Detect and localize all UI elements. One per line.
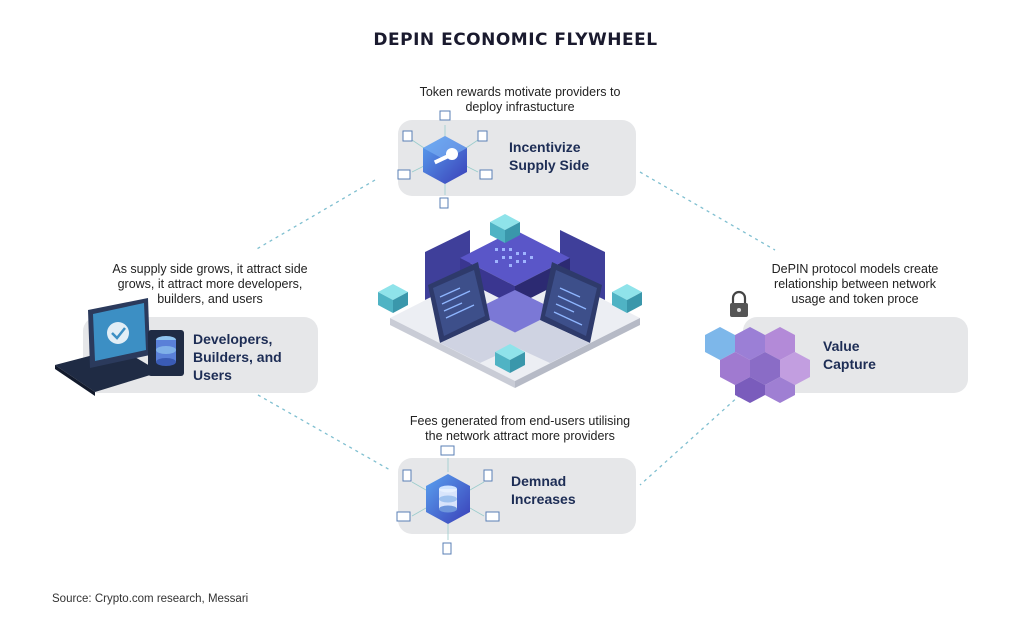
incentivize-caption-line: deploy infrastucture — [465, 100, 575, 114]
developers-caption-line: builders, and users — [157, 292, 263, 306]
demand-caption-line: the network attract more providers — [425, 429, 615, 443]
value-caption-line: relationship between network — [774, 277, 936, 291]
developers-label-line: Builders, and — [193, 349, 282, 365]
value-caption-line: usage and token proce — [791, 292, 919, 306]
connector-incentivize-developers — [254, 179, 376, 251]
demand-caption: Fees generated from end-users utilising … — [385, 414, 655, 444]
developers-label: Developers, Builders, and Users — [193, 330, 282, 384]
demand-label-line: Increases — [511, 491, 576, 507]
demand-label: Demnad Increases — [511, 472, 576, 508]
incentivize-label-line: Incentivize — [509, 139, 581, 155]
incentivize-caption-line: Token rewards motivate providers to — [419, 85, 621, 99]
developers-label-line: Developers, — [193, 331, 273, 347]
value-label-line: Capture — [823, 356, 876, 372]
incentivize-label: Incentivize Supply Side — [509, 138, 589, 174]
developers-label-line: Users — [193, 367, 232, 383]
connector-incentivize-value — [639, 171, 776, 251]
value-label: Value Capture — [823, 337, 876, 373]
incentivize-caption: Token rewards motivate providers to depl… — [395, 85, 645, 115]
value-caption: DePIN protocol models create relationshi… — [735, 262, 975, 307]
developers-caption: As supply side grows, it attract side gr… — [90, 262, 330, 307]
source-note: Source: Crypto.com research, Messari — [52, 593, 249, 605]
incentivize-label-line: Supply Side — [509, 157, 590, 173]
value-label-line: Value — [823, 338, 860, 354]
diagram-title: DEPIN ECONOMIC FLYWHEEL — [373, 30, 658, 50]
demand-caption-line: Fees generated from end-users utilising — [409, 414, 631, 428]
connector-developers-demand — [257, 394, 391, 471]
demand-label-line: Demnad — [511, 473, 567, 489]
connector-value-demand — [639, 394, 741, 486]
value-caption-line: DePIN protocol models create — [771, 262, 939, 276]
developers-caption-line: As supply side grows, it attract side — [112, 262, 308, 276]
developers-caption-line: grows, it attract more developers, — [117, 277, 303, 291]
